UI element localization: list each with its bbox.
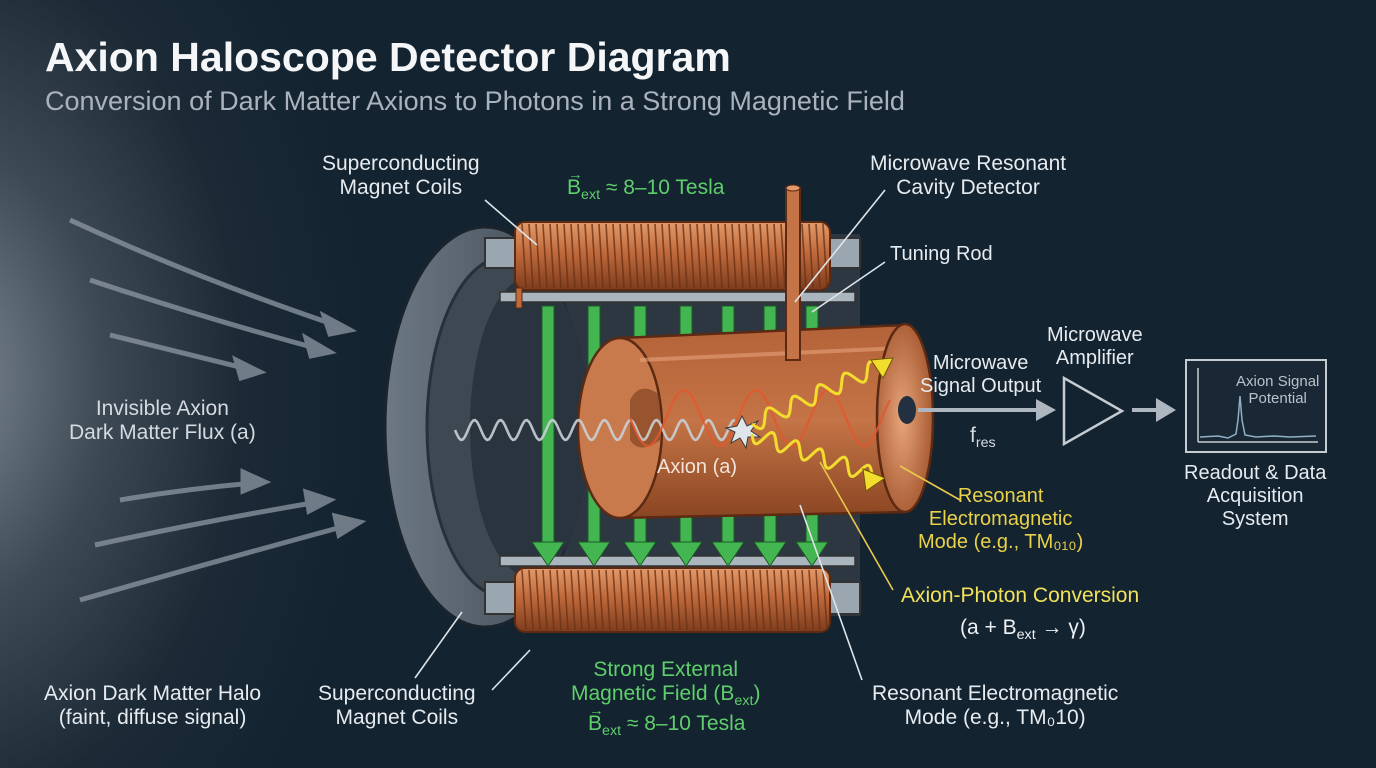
photon-up-wave bbox=[751, 359, 881, 431]
photon-down-wave bbox=[750, 430, 874, 479]
label-bfield-top: Bext ≈ 8–10 Tesla bbox=[567, 167, 724, 203]
tuning-rod bbox=[785, 184, 801, 361]
photon-down-arrowhead bbox=[862, 468, 887, 492]
label-halo: Axion Dark Matter Halo(faint, diffuse si… bbox=[44, 682, 262, 730]
axion-flux-arrows bbox=[68, 217, 367, 603]
label-strong-field: Strong External Magnetic Field (Bext) bbox=[571, 658, 761, 710]
leader-lines bbox=[414, 189, 886, 691]
conversion-spark bbox=[724, 414, 762, 450]
magnet-coil-top bbox=[514, 221, 831, 291]
field-arrow-head bbox=[711, 541, 745, 567]
photon-up-arrowhead bbox=[870, 357, 894, 379]
label-bfield-bottom: Bext ≈ 8–10 Tesla bbox=[588, 703, 745, 739]
label-conversion: Axion-Photon Conversion bbox=[901, 584, 1140, 607]
label-tuning-rod: Tuning Rod bbox=[890, 243, 993, 265]
field-arrow-head bbox=[623, 541, 657, 567]
page-title: Axion Haloscope Detector Diagram bbox=[45, 34, 731, 80]
label-fres: fres bbox=[970, 424, 996, 451]
magnet-coil-bottom bbox=[514, 567, 831, 633]
label-axion-in-cavity: Axion (a) bbox=[657, 456, 738, 478]
label-conversion-formula: (a + Bext → γ) bbox=[960, 616, 1086, 643]
field-arrow-head bbox=[795, 541, 829, 567]
signal-chain bbox=[918, 359, 1327, 453]
field-arrow-head bbox=[753, 541, 787, 567]
field-arrow-head bbox=[669, 541, 703, 567]
page-subtitle: Conversion of Dark Matter Axions to Phot… bbox=[45, 86, 905, 116]
leader-lines-yellow bbox=[819, 461, 961, 591]
field-arrow-head bbox=[577, 541, 611, 567]
amplifier-icon bbox=[1062, 375, 1125, 447]
resonant-mode-wave bbox=[628, 388, 891, 448]
axion-wave bbox=[453, 418, 736, 442]
readout-signal-peak bbox=[1199, 395, 1317, 439]
field-arrow-head bbox=[531, 541, 565, 567]
